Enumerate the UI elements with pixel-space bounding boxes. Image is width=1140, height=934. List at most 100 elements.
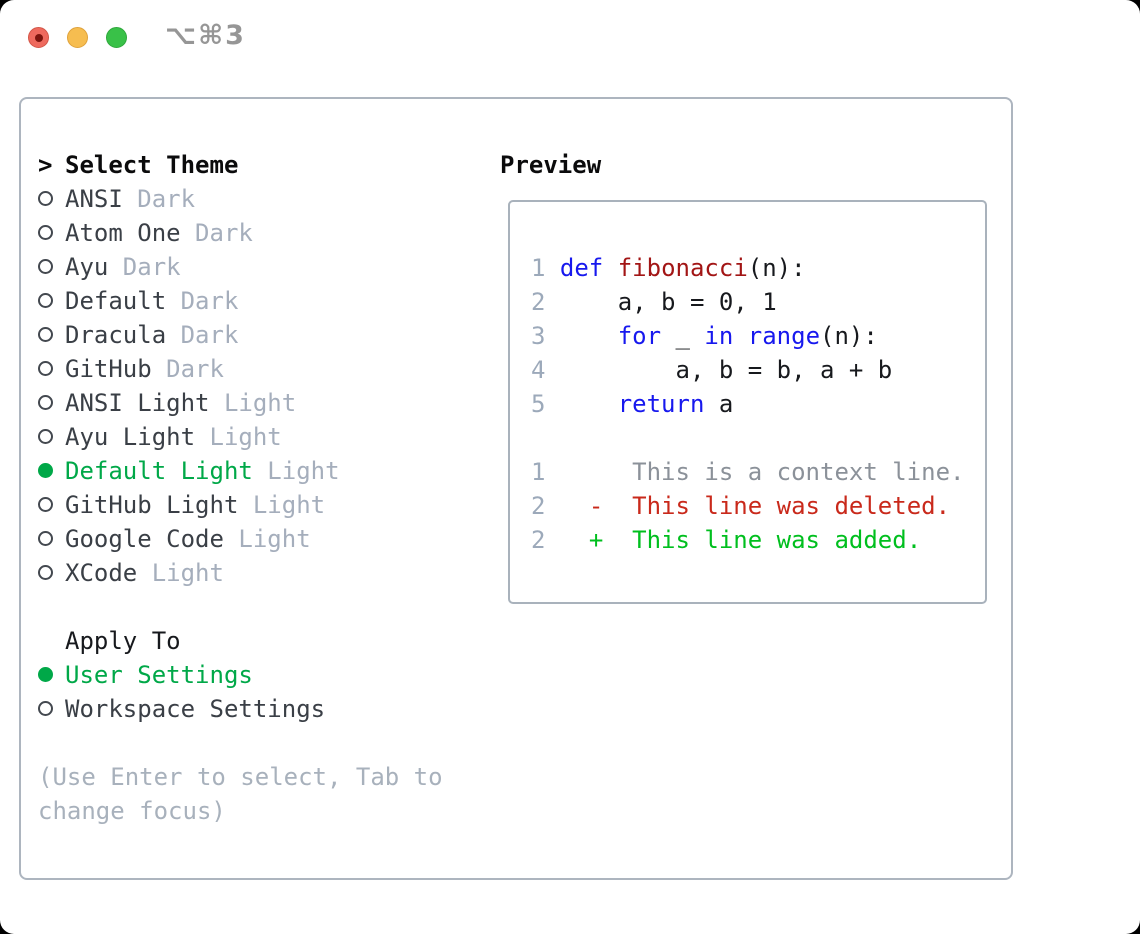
theme-name: Dracula	[65, 321, 167, 349]
code-token: for	[617, 322, 662, 350]
theme-option-google-code-light[interactable]: Google Code Light	[38, 522, 443, 556]
apply-option-workspace-settings[interactable]: Workspace Settings	[38, 692, 443, 726]
apply-option-user-settings[interactable]: User Settings	[38, 658, 443, 692]
theme-name: Default	[65, 287, 167, 315]
code-line: 1 def fibonacci(n):	[531, 251, 964, 285]
code-token: _	[661, 322, 705, 350]
radio-icon	[38, 259, 53, 274]
theme-option-atom-one-dark[interactable]: Atom One Dark	[38, 216, 443, 250]
theme-variant: Light	[238, 491, 326, 519]
theme-option-github-dark[interactable]: GitHub Dark	[38, 352, 443, 386]
code-token: 3	[531, 322, 560, 350]
window-shortcut-label: ⌥⌘3	[165, 20, 246, 51]
theme-variant: Light	[252, 457, 340, 485]
radio-marker	[38, 216, 65, 250]
radio-icon	[38, 361, 53, 376]
theme-option-default-dark[interactable]: Default Dark	[38, 284, 443, 318]
theme-variant: Light	[223, 525, 311, 553]
theme-option-ayu-dark[interactable]: Ayu Dark	[38, 250, 443, 284]
radio-icon	[38, 701, 53, 716]
radio-icon	[38, 497, 53, 512]
theme-name: GitHub Light	[65, 491, 239, 519]
theme-name: Ayu	[65, 253, 109, 281]
code-token: (n):	[820, 322, 878, 350]
apply-to-heading: Apply To	[38, 624, 443, 658]
code-token	[545, 492, 588, 520]
hint-text-line2: change focus)	[38, 797, 226, 825]
radio-marker	[38, 352, 65, 386]
theme-name: XCode	[65, 559, 138, 587]
radio-icon	[38, 191, 53, 206]
code-token: 4	[531, 356, 560, 384]
theme-name: GitHub	[65, 355, 152, 383]
theme-option-ansi-light-light[interactable]: ANSI Light Light	[38, 386, 443, 420]
radio-marker	[38, 692, 65, 726]
code-token: a, b = b, a + b	[559, 356, 893, 384]
close-button[interactable]	[28, 27, 49, 48]
code-token: - This line was deleted.	[588, 492, 951, 520]
radio-marker	[38, 182, 65, 216]
theme-option-dracula-dark[interactable]: Dracula Dark	[38, 318, 443, 352]
radio-icon	[38, 293, 53, 308]
theme-variant: Dark	[180, 219, 253, 247]
radio-icon	[38, 429, 53, 444]
code-token: a	[704, 390, 734, 418]
theme-option-default-light-light[interactable]: Default Light Light	[38, 454, 443, 488]
theme-name: Atom One	[65, 219, 181, 247]
code-token	[560, 322, 618, 350]
radio-marker	[38, 386, 65, 420]
theme-variant: Dark	[151, 355, 224, 383]
code-token: range	[747, 322, 821, 350]
radio-icon	[38, 225, 53, 240]
radio-marker	[38, 284, 65, 318]
radio-marker	[38, 522, 65, 556]
close-dot-icon	[34, 33, 43, 42]
code-line: 1 This is a context line.	[531, 455, 964, 489]
radio-marker	[38, 318, 65, 352]
code-token: This is a context line.	[545, 458, 965, 486]
theme-variant: Light	[195, 423, 282, 451]
apply-option-label: User Settings	[65, 661, 253, 689]
radio-marker	[38, 250, 65, 284]
zoom-button[interactable]	[106, 27, 127, 48]
code-token: 1	[531, 254, 560, 282]
code-token: fibonacci	[617, 254, 748, 282]
theme-variant: Dark	[166, 321, 239, 349]
radio-marker	[38, 658, 65, 692]
theme-variant: Light	[209, 389, 297, 417]
theme-variant: Dark	[166, 287, 239, 315]
hint-text-line1: (Use Enter to select, Tab to	[38, 763, 443, 791]
code-token: return	[617, 390, 705, 418]
theme-option-ansi-dark[interactable]: ANSI Dark	[38, 182, 443, 216]
code-token: 2	[531, 526, 546, 554]
code-line: 4 a, b = b, a + b	[531, 353, 964, 387]
radio-selected-icon	[38, 667, 53, 682]
minimize-button[interactable]	[67, 27, 88, 48]
code-token: + This line was added.	[588, 526, 922, 554]
theme-name: Ayu Light	[65, 423, 196, 451]
code-token: 2	[531, 288, 560, 316]
radio-marker	[38, 556, 65, 590]
theme-option-xcode-light[interactable]: XCode Light	[38, 556, 443, 590]
code-token: a, b = 0, 1	[559, 288, 777, 316]
apply-to-title: Apply To	[65, 627, 181, 655]
code-token: def	[559, 254, 604, 282]
radio-icon	[38, 327, 53, 342]
radio-selected-icon	[38, 463, 53, 478]
theme-name: ANSI	[65, 185, 123, 213]
code-line: 2 a, b = 0, 1	[531, 285, 964, 319]
theme-option-github-light-light[interactable]: GitHub Light Light	[38, 488, 443, 522]
code-token: 5	[531, 390, 560, 418]
radio-marker	[38, 420, 65, 454]
preview-heading: Preview	[500, 151, 602, 179]
select-theme-heading: >Select Theme	[38, 148, 443, 182]
theme-option-ayu-light-light[interactable]: Ayu Light Light	[38, 420, 443, 454]
theme-variant: Light	[137, 559, 224, 587]
select-theme-title: Select Theme	[65, 151, 239, 179]
